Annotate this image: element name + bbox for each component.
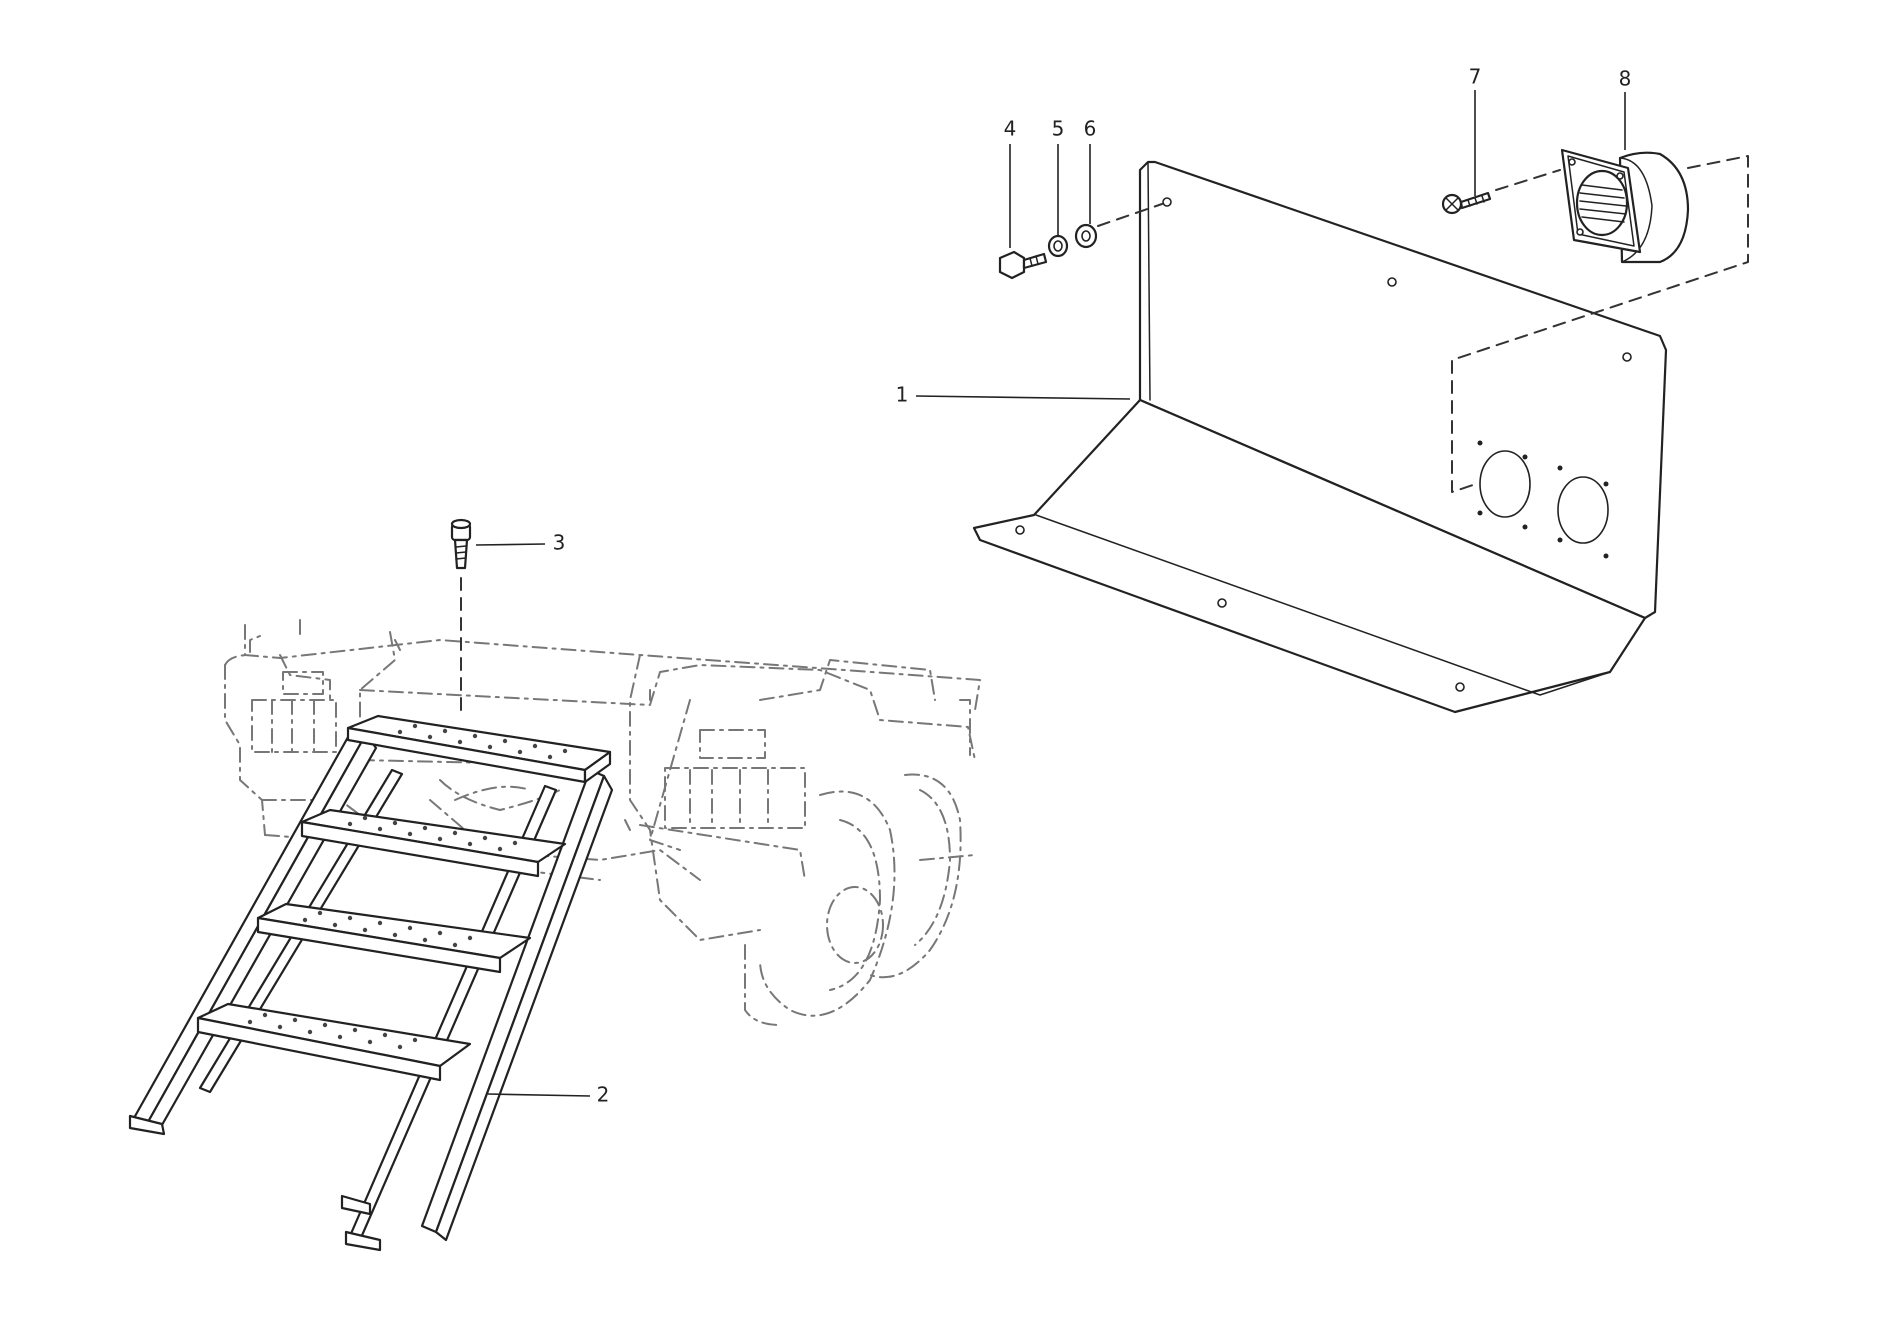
hardware-assembly-line — [1097, 203, 1163, 227]
vent-screw-holes — [1477, 440, 1609, 559]
callout-7: 7 — [1469, 65, 1482, 89]
screw-assembly-line — [1495, 169, 1561, 191]
step-ladder — [128, 714, 614, 1252]
callout-leaders — [475, 90, 1626, 1097]
ladder-tread-top — [346, 714, 612, 784]
flat-washer — [1074, 223, 1098, 249]
callout-8: 8 — [1619, 67, 1632, 91]
ladder-tread-4 — [196, 1002, 472, 1082]
tapping-screw — [1441, 191, 1492, 215]
callout-2: 2 — [597, 1083, 610, 1107]
callout-3: 3 — [553, 531, 566, 555]
lock-washer — [1047, 234, 1069, 258]
ladder-tread-3 — [256, 902, 532, 974]
tread-perforations — [247, 723, 568, 1050]
mounting-bracket — [972, 160, 1668, 714]
vent-assembly-line — [1451, 155, 1749, 493]
callout-6: 6 — [1084, 117, 1097, 141]
callout-5: 5 — [1052, 117, 1065, 141]
mounting-bolt — [450, 518, 472, 570]
callout-1: 1 — [896, 383, 909, 407]
air-vent-grille — [1560, 148, 1690, 264]
hex-bolt — [998, 250, 1048, 280]
callout-4: 4 — [1004, 117, 1017, 141]
